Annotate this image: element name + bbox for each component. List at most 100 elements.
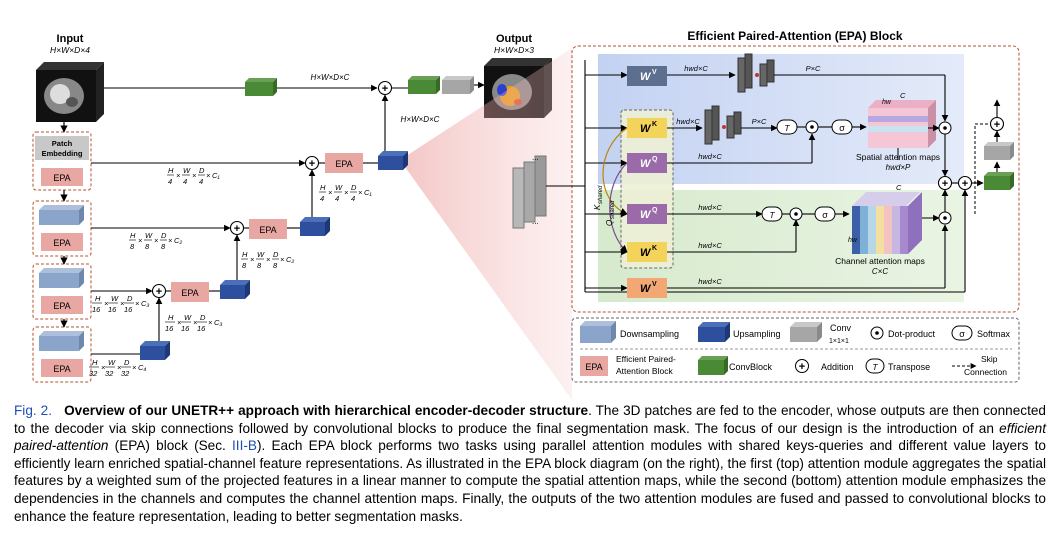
svg-text:×: ×	[250, 255, 254, 264]
svg-text:hwd×C: hwd×C	[698, 152, 722, 161]
upsample-dec1	[378, 151, 408, 170]
svg-text:×: ×	[344, 188, 348, 197]
encoder-stage-4: EPA	[32, 326, 92, 383]
input-volume	[36, 62, 104, 122]
svg-text:hw: hw	[848, 237, 858, 244]
svg-text:C₃: C₃	[141, 299, 149, 308]
svg-text:hwd×C: hwd×C	[698, 277, 722, 286]
svg-text:H: H	[92, 358, 98, 367]
svg-text:W: W	[111, 294, 119, 303]
svg-text:D: D	[199, 166, 205, 175]
wv-top	[627, 66, 667, 86]
svg-text:Transpose: Transpose	[888, 362, 930, 372]
svg-text:8: 8	[257, 261, 262, 270]
wv-bottom	[627, 278, 667, 298]
svg-text:D: D	[273, 250, 279, 259]
svg-text:C₁: C₁	[364, 188, 372, 197]
svg-text:16: 16	[124, 305, 133, 314]
legend-downsampling: Downsampling	[580, 321, 679, 343]
svg-text:W: W	[640, 283, 652, 295]
svg-text:×: ×	[120, 299, 124, 308]
svg-text:D: D	[351, 183, 357, 192]
svg-text:+: +	[382, 83, 388, 95]
svg-text:Addition: Addition	[821, 362, 854, 372]
svg-text:4: 4	[351, 194, 355, 203]
epa-dec3-label: EPA	[181, 288, 198, 298]
svg-text:W: W	[640, 71, 652, 83]
svg-text:P×C: P×C	[806, 64, 821, 73]
svg-text:D: D	[161, 231, 167, 240]
svg-text:4: 4	[199, 177, 203, 186]
svg-text:32: 32	[105, 369, 114, 378]
svg-text:×: ×	[101, 363, 105, 372]
epa-enc1-label: EPA	[53, 173, 70, 183]
frac-dec2: H8 × W8 × D8 ×C₂	[241, 250, 294, 270]
svg-text:16: 16	[108, 305, 117, 314]
svg-text:σ: σ	[839, 123, 845, 133]
svg-text:ConvBlock: ConvBlock	[729, 362, 773, 372]
svg-text:×: ×	[132, 363, 136, 372]
svg-text:Dot-product: Dot-product	[888, 329, 936, 339]
spatial-dims-label: hwd×P	[886, 163, 911, 172]
input-dims: H×W×D×4	[50, 45, 90, 55]
proj-v-stack	[737, 53, 775, 93]
svg-text:...: ...	[532, 217, 539, 226]
legend-transpose: T Transpose	[865, 358, 930, 374]
svg-text:H: H	[168, 166, 174, 175]
epa-enc4-label: EPA	[53, 364, 70, 374]
encoder-stage-3: EPA	[32, 263, 92, 320]
frac-dec3: H16 × W16 × D16 ×C₃	[165, 313, 222, 333]
q-shared-label: Q shared	[605, 200, 616, 226]
wk-bottom	[627, 242, 667, 262]
legend-dot-product: Dot-product	[870, 326, 936, 340]
legend-epa: EPA Efficient Paired- Attention Block	[580, 354, 676, 376]
svg-text:8: 8	[130, 242, 135, 251]
svg-text:×: ×	[117, 363, 121, 372]
patch-embedding-label-2: Embedding	[42, 149, 83, 158]
legend-conv: Conv 1×1×1	[790, 322, 852, 345]
legend-upsampling: Upsampling	[698, 322, 781, 342]
svg-text:hwd×C: hwd×C	[684, 64, 708, 73]
skip-dims-top: H×W×D×C	[311, 73, 350, 82]
caption-part3: ). Each EPA block performs two tasks usi…	[14, 438, 1046, 524]
svg-text:×: ×	[192, 171, 196, 180]
epa-block-title: Efficient Paired-Attention (EPA) Block	[687, 29, 902, 43]
caption-ref-link[interactable]: III-B	[232, 438, 257, 454]
epa-convblock	[984, 172, 1014, 190]
svg-text:4: 4	[168, 177, 172, 186]
spatial-maps-label: Spatial attention maps	[856, 152, 940, 162]
svg-text:×: ×	[280, 255, 284, 264]
svg-text:C₃: C₃	[214, 318, 222, 327]
frac-dec1: H4 × W4 × D4 ×C₁	[319, 183, 372, 203]
epa-enc1	[41, 168, 83, 186]
svg-text:1×1×1: 1×1×1	[829, 338, 849, 345]
svg-text:T: T	[769, 210, 775, 220]
epa-conv	[984, 142, 1014, 160]
epa-dec2	[249, 219, 287, 239]
k-shared-label: K shared	[593, 185, 604, 210]
svg-text:σ: σ	[822, 210, 828, 220]
svg-text:×: ×	[193, 318, 197, 327]
frac-enc4: H32 × W32 × D32 ×C₄	[89, 358, 146, 378]
svg-text:H: H	[320, 183, 326, 192]
epa-enc3-label: EPA	[53, 301, 70, 311]
svg-text:+: +	[962, 178, 968, 190]
svg-text:Q: Q	[652, 207, 658, 214]
patch-embedding-box	[35, 136, 89, 160]
svg-text:8: 8	[273, 261, 278, 270]
up-dims-top: H×W×D×C	[401, 115, 440, 124]
svg-text:Softmax: Softmax	[977, 329, 1011, 339]
upsample-dec4	[140, 341, 170, 360]
svg-text:8: 8	[145, 242, 150, 251]
svg-text:Efficient Paired-: Efficient Paired-	[616, 354, 676, 364]
svg-text:D: D	[200, 313, 206, 322]
epa-dec2-label: EPA	[259, 225, 276, 235]
proj-k-stack	[704, 105, 742, 145]
svg-text:V: V	[652, 281, 657, 288]
svg-text:Attention Block: Attention Block	[616, 366, 673, 376]
svg-text:D: D	[127, 294, 133, 303]
svg-text:Skip: Skip	[981, 354, 998, 364]
epa-dec1-label: EPA	[335, 159, 352, 169]
svg-text:Downsampling: Downsampling	[620, 329, 679, 339]
figure-caption: Fig. 2. Overview of our UNETR++ approach…	[14, 402, 1046, 525]
